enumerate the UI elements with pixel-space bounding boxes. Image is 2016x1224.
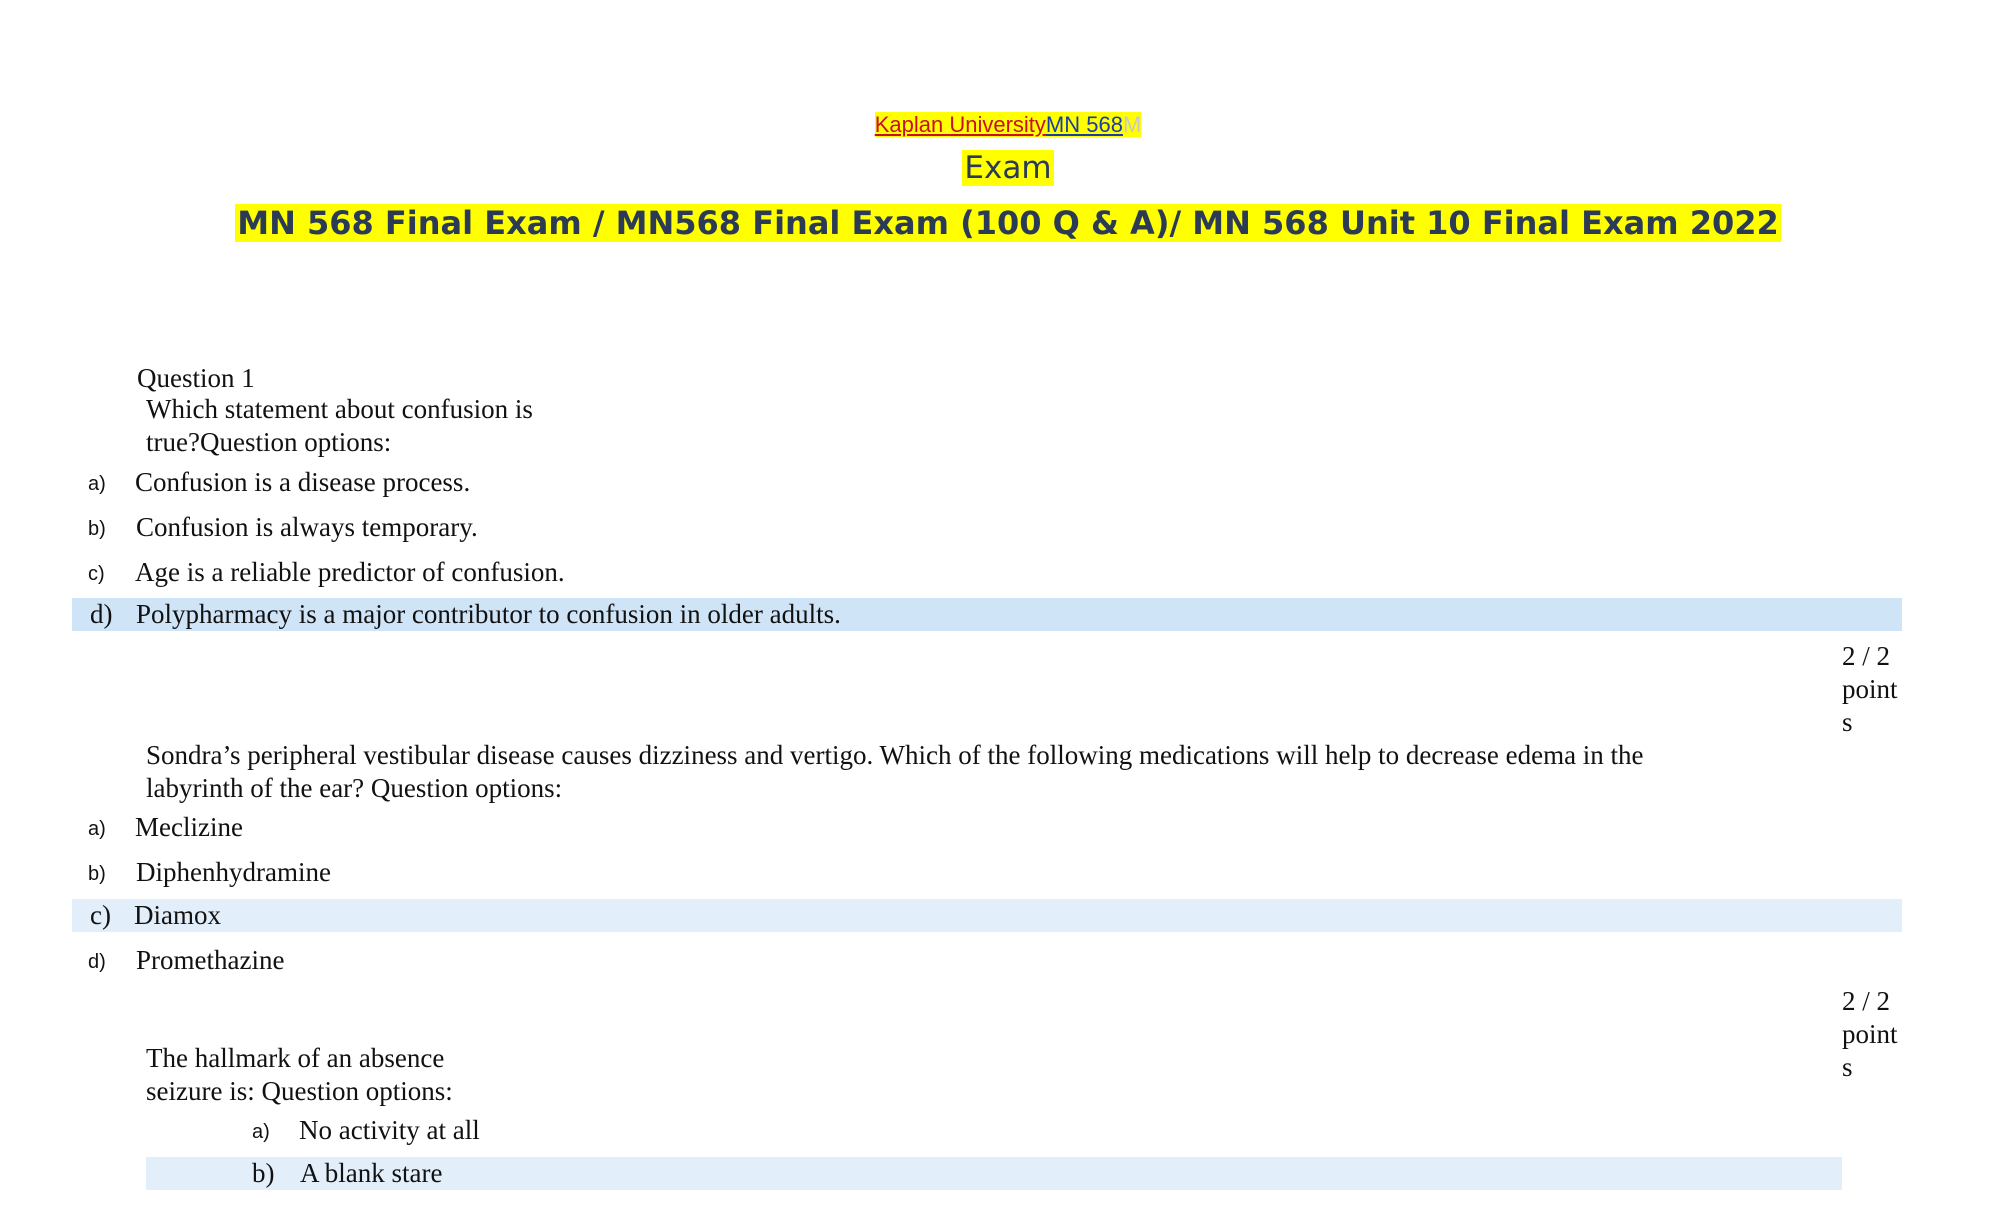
- answer-option-selected[interactable]: b) A blank stare: [146, 1157, 1842, 1190]
- answer-option[interactable]: a) No activity at all: [146, 1114, 1846, 1147]
- question-text-line: The hallmark of an absence: [146, 1043, 445, 1073]
- answer-option-selected[interactable]: d) Polypharmacy is a major contributor t…: [72, 598, 1902, 631]
- points-unit: s: [1842, 1052, 1853, 1082]
- question-label: Question 1: [137, 363, 255, 393]
- option-letter: b): [88, 863, 106, 885]
- points-score: 2 / 2 point s: [1842, 985, 1922, 1084]
- answer-option[interactable]: b) Confusion is always temporary.: [72, 511, 1902, 544]
- option-letter: d): [90, 599, 113, 629]
- option-text: No activity at all: [299, 1115, 480, 1145]
- option-text: Age is a reliable predictor of confusion…: [135, 557, 565, 587]
- points-unit: s: [1842, 707, 1853, 737]
- title-text: MN 568 Final Exam / MN568 Final Exam (10…: [235, 204, 1781, 242]
- option-letter: d): [88, 951, 106, 973]
- points-unit: point: [1842, 674, 1898, 704]
- points-value: 2 / 2: [1842, 641, 1891, 671]
- option-letter: c): [88, 563, 105, 585]
- option-text: Diamox: [134, 900, 221, 930]
- option-text: Confusion is always temporary.: [136, 512, 478, 542]
- question-text-line: Which statement about confusion is: [146, 394, 533, 424]
- subtitle-text: Exam: [962, 150, 1054, 186]
- university-name[interactable]: Kaplan University: [874, 112, 1046, 137]
- option-text: Promethazine: [136, 945, 285, 975]
- option-letter: b): [252, 1158, 275, 1188]
- question-text-line: Sondra’s peripheral vestibular disease c…: [146, 740, 1644, 770]
- answer-option[interactable]: d) Promethazine: [72, 944, 1902, 977]
- option-letter: c): [90, 900, 111, 930]
- question-text-line: true?Question options:: [146, 427, 392, 457]
- points-score: 2 / 2 point s: [1842, 640, 1922, 739]
- question-text-line: seizure is: Question options:: [146, 1076, 453, 1106]
- answer-option[interactable]: b) Diphenhydramine: [72, 856, 1902, 889]
- option-text: Diphenhydramine: [136, 857, 331, 887]
- answer-option[interactable]: a) Meclizine: [72, 811, 1902, 844]
- option-text: Confusion is a disease process.: [135, 467, 471, 497]
- option-letter: a): [88, 473, 106, 495]
- document-subtitle: Exam: [0, 150, 2016, 186]
- option-text: Meclizine: [135, 812, 243, 842]
- course-code[interactable]: MN 568: [1045, 112, 1123, 137]
- points-value: 2 / 2: [1842, 986, 1891, 1016]
- option-text: A blank stare: [300, 1158, 443, 1188]
- option-letter: b): [88, 518, 106, 540]
- option-text: Polypharmacy is a major contributor to c…: [136, 599, 841, 629]
- answer-option-selected[interactable]: c) Diamox: [72, 899, 1902, 932]
- answer-option[interactable]: a) Confusion is a disease process.: [72, 466, 1902, 499]
- header-trailing-text: M: [1122, 112, 1142, 137]
- document-title: MN 568 Final Exam / MN568 Final Exam (10…: [0, 204, 2016, 242]
- points-unit: point: [1842, 1019, 1898, 1049]
- option-letter: a): [252, 1121, 270, 1143]
- question-text-line: labyrinth of the ear? Question options:: [146, 773, 563, 803]
- document-header-source: Kaplan UniversityMN 568M: [0, 112, 2016, 138]
- option-letter: a): [88, 818, 106, 840]
- answer-option[interactable]: c) Age is a reliable predictor of confus…: [72, 556, 1902, 589]
